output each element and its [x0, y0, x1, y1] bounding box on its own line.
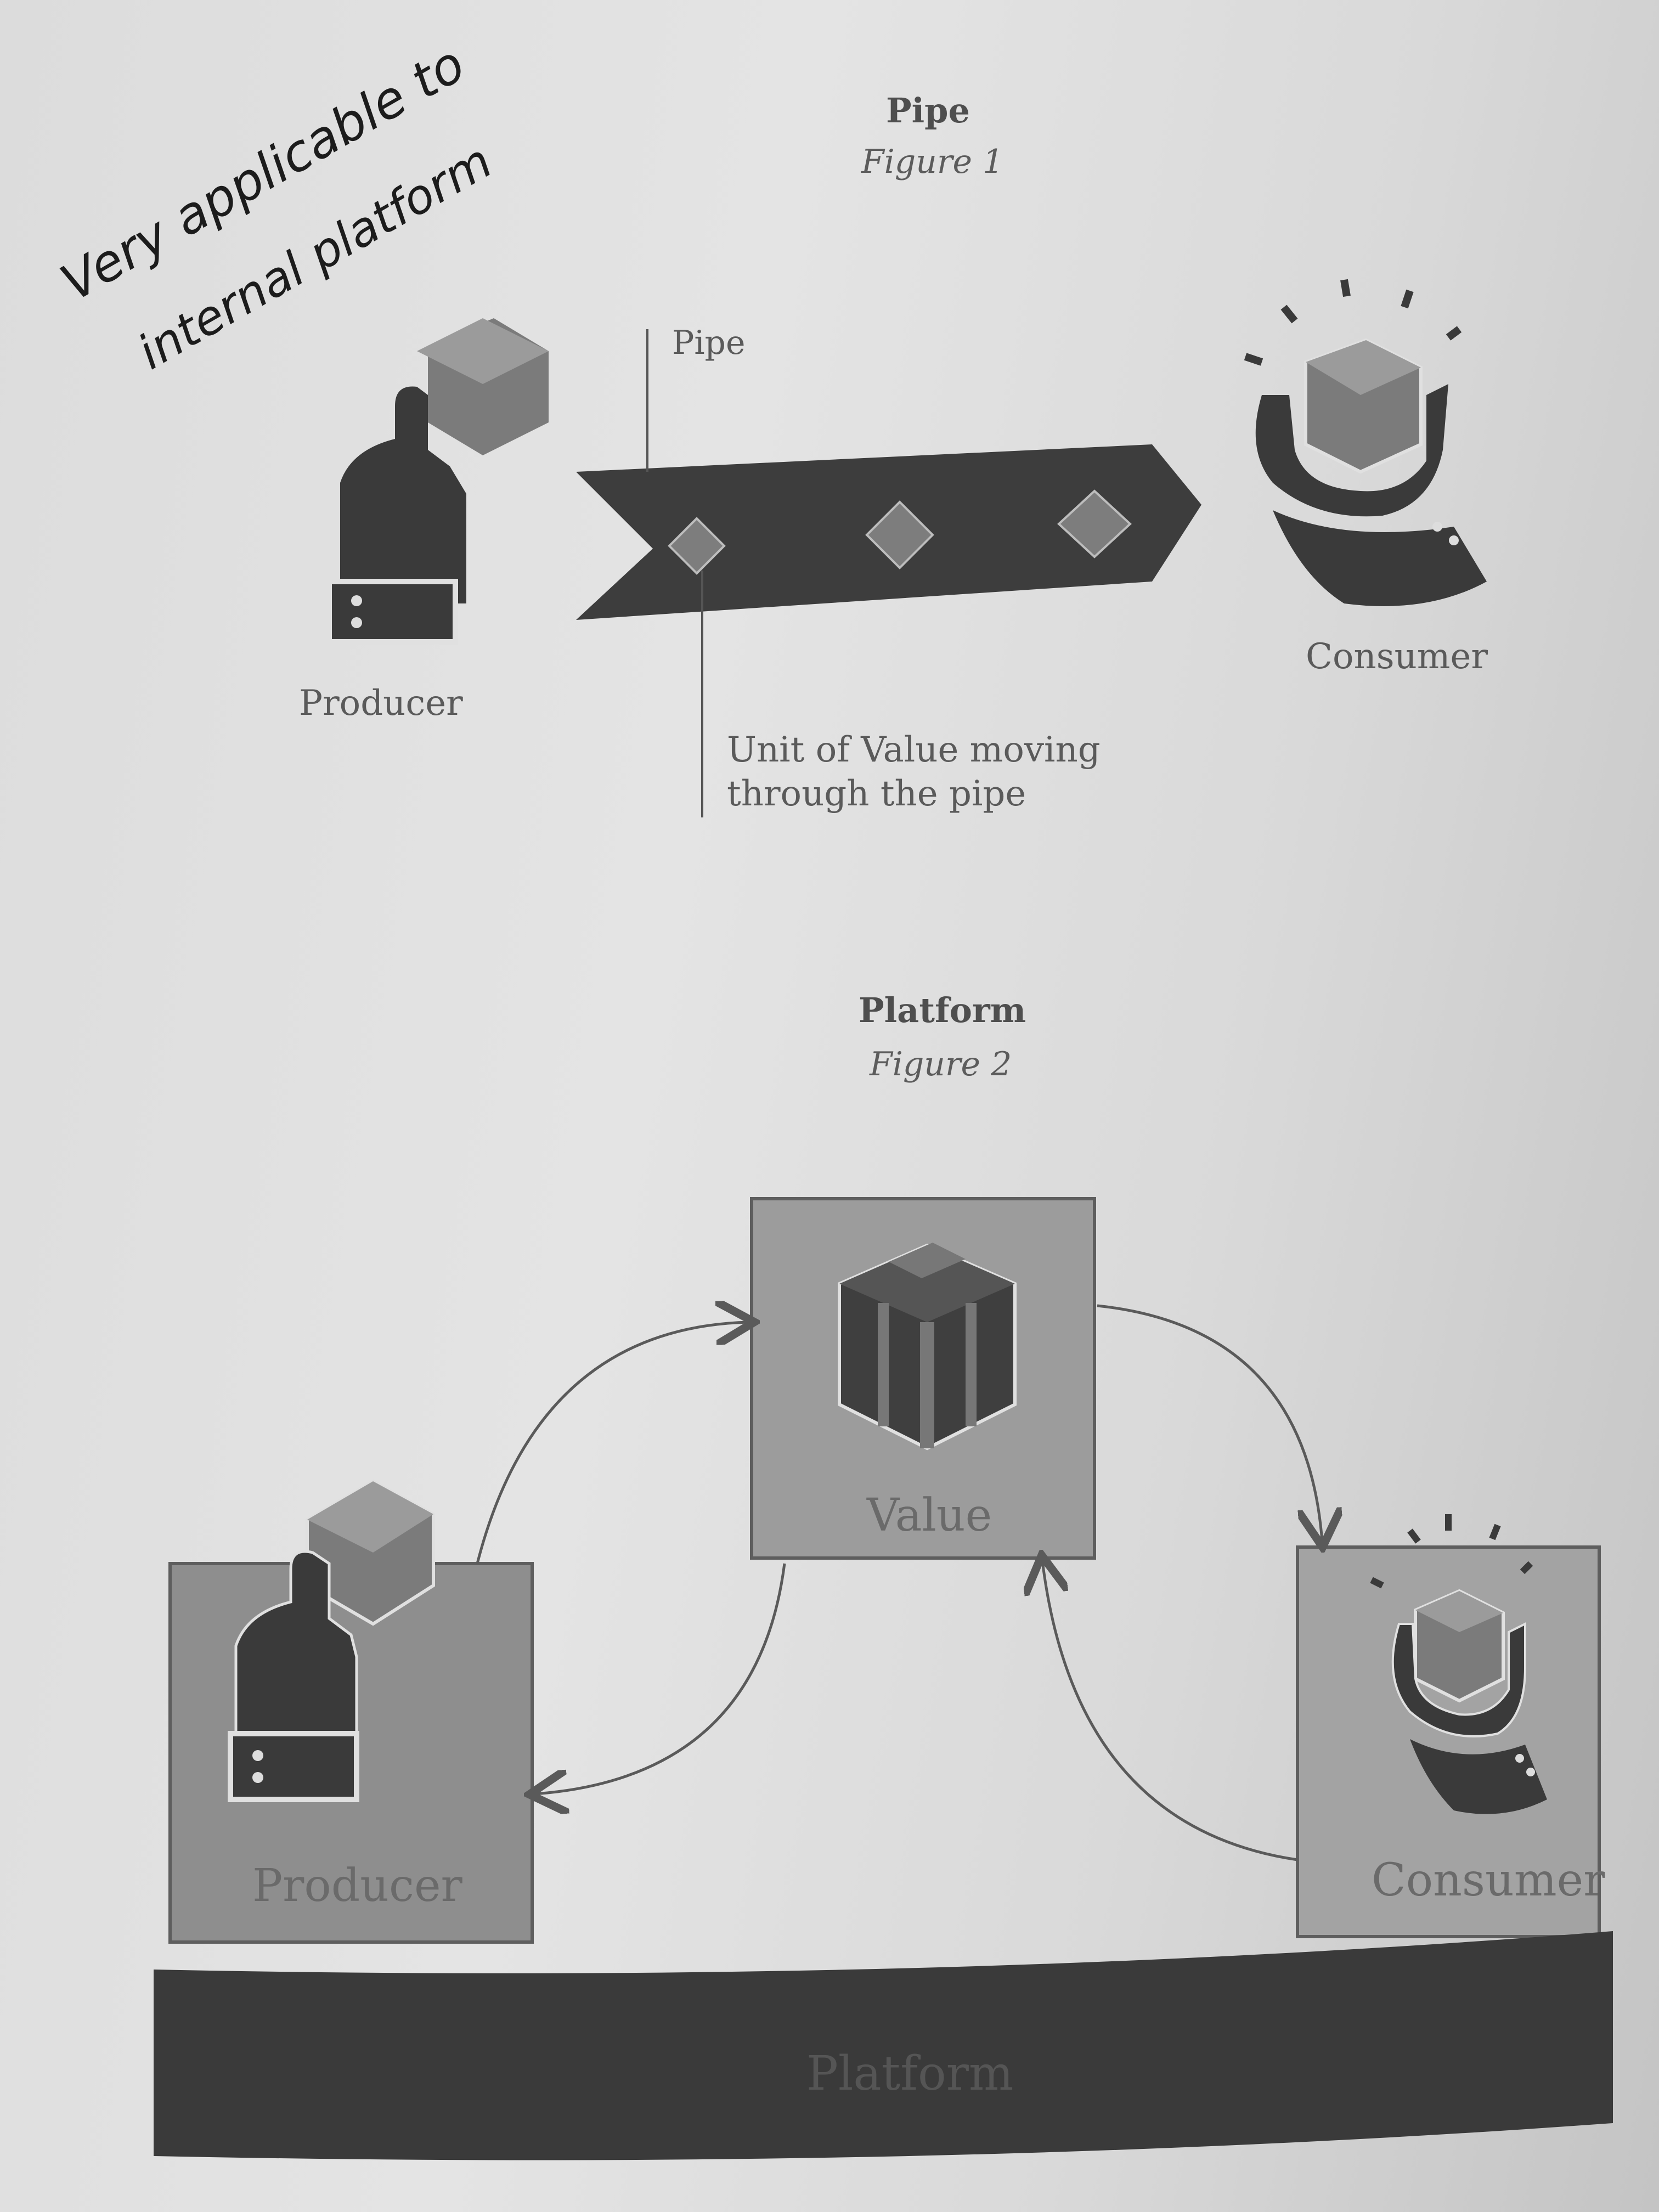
value-to-producer-arrow [535, 1563, 786, 1794]
figure2-subtitle: Figure 2 [870, 1045, 1012, 1084]
platform-label: Platform [806, 2046, 1014, 2101]
hand-holding-cube-icon [228, 1479, 435, 1802]
value-to-consumer-arrow [1097, 1304, 1322, 1542]
figure1-subtitle: Figure 1 [861, 143, 1004, 181]
gift-box-icon [838, 1243, 1017, 1451]
figure1-consumer-label: Consumer [1306, 636, 1488, 677]
catching-hand-icon [1370, 1514, 1547, 1814]
figure2-title: Platform [859, 990, 1026, 1030]
figure2-consumer-label: Consumer [1372, 1854, 1605, 1906]
figure1-title: Pipe [886, 91, 970, 131]
figure1-producer-label: Producer [299, 683, 463, 724]
value-label: Value [867, 1489, 992, 1542]
producer-to-value-arrow [476, 1322, 749, 1564]
catching-hand-icon [1244, 279, 1487, 606]
figure2-producer-label: Producer [252, 1860, 462, 1912]
hand-holding-cube-icon [326, 318, 549, 645]
platform-bar [154, 1931, 1613, 2160]
unit-label-line2: through the pipe [727, 774, 1026, 814]
diamond-icon [668, 489, 1132, 575]
unit-label-line1: Unit of Value moving [727, 730, 1101, 770]
consumer-to-value-arrow [1042, 1561, 1298, 1861]
pipe-label: Pipe [672, 324, 746, 362]
